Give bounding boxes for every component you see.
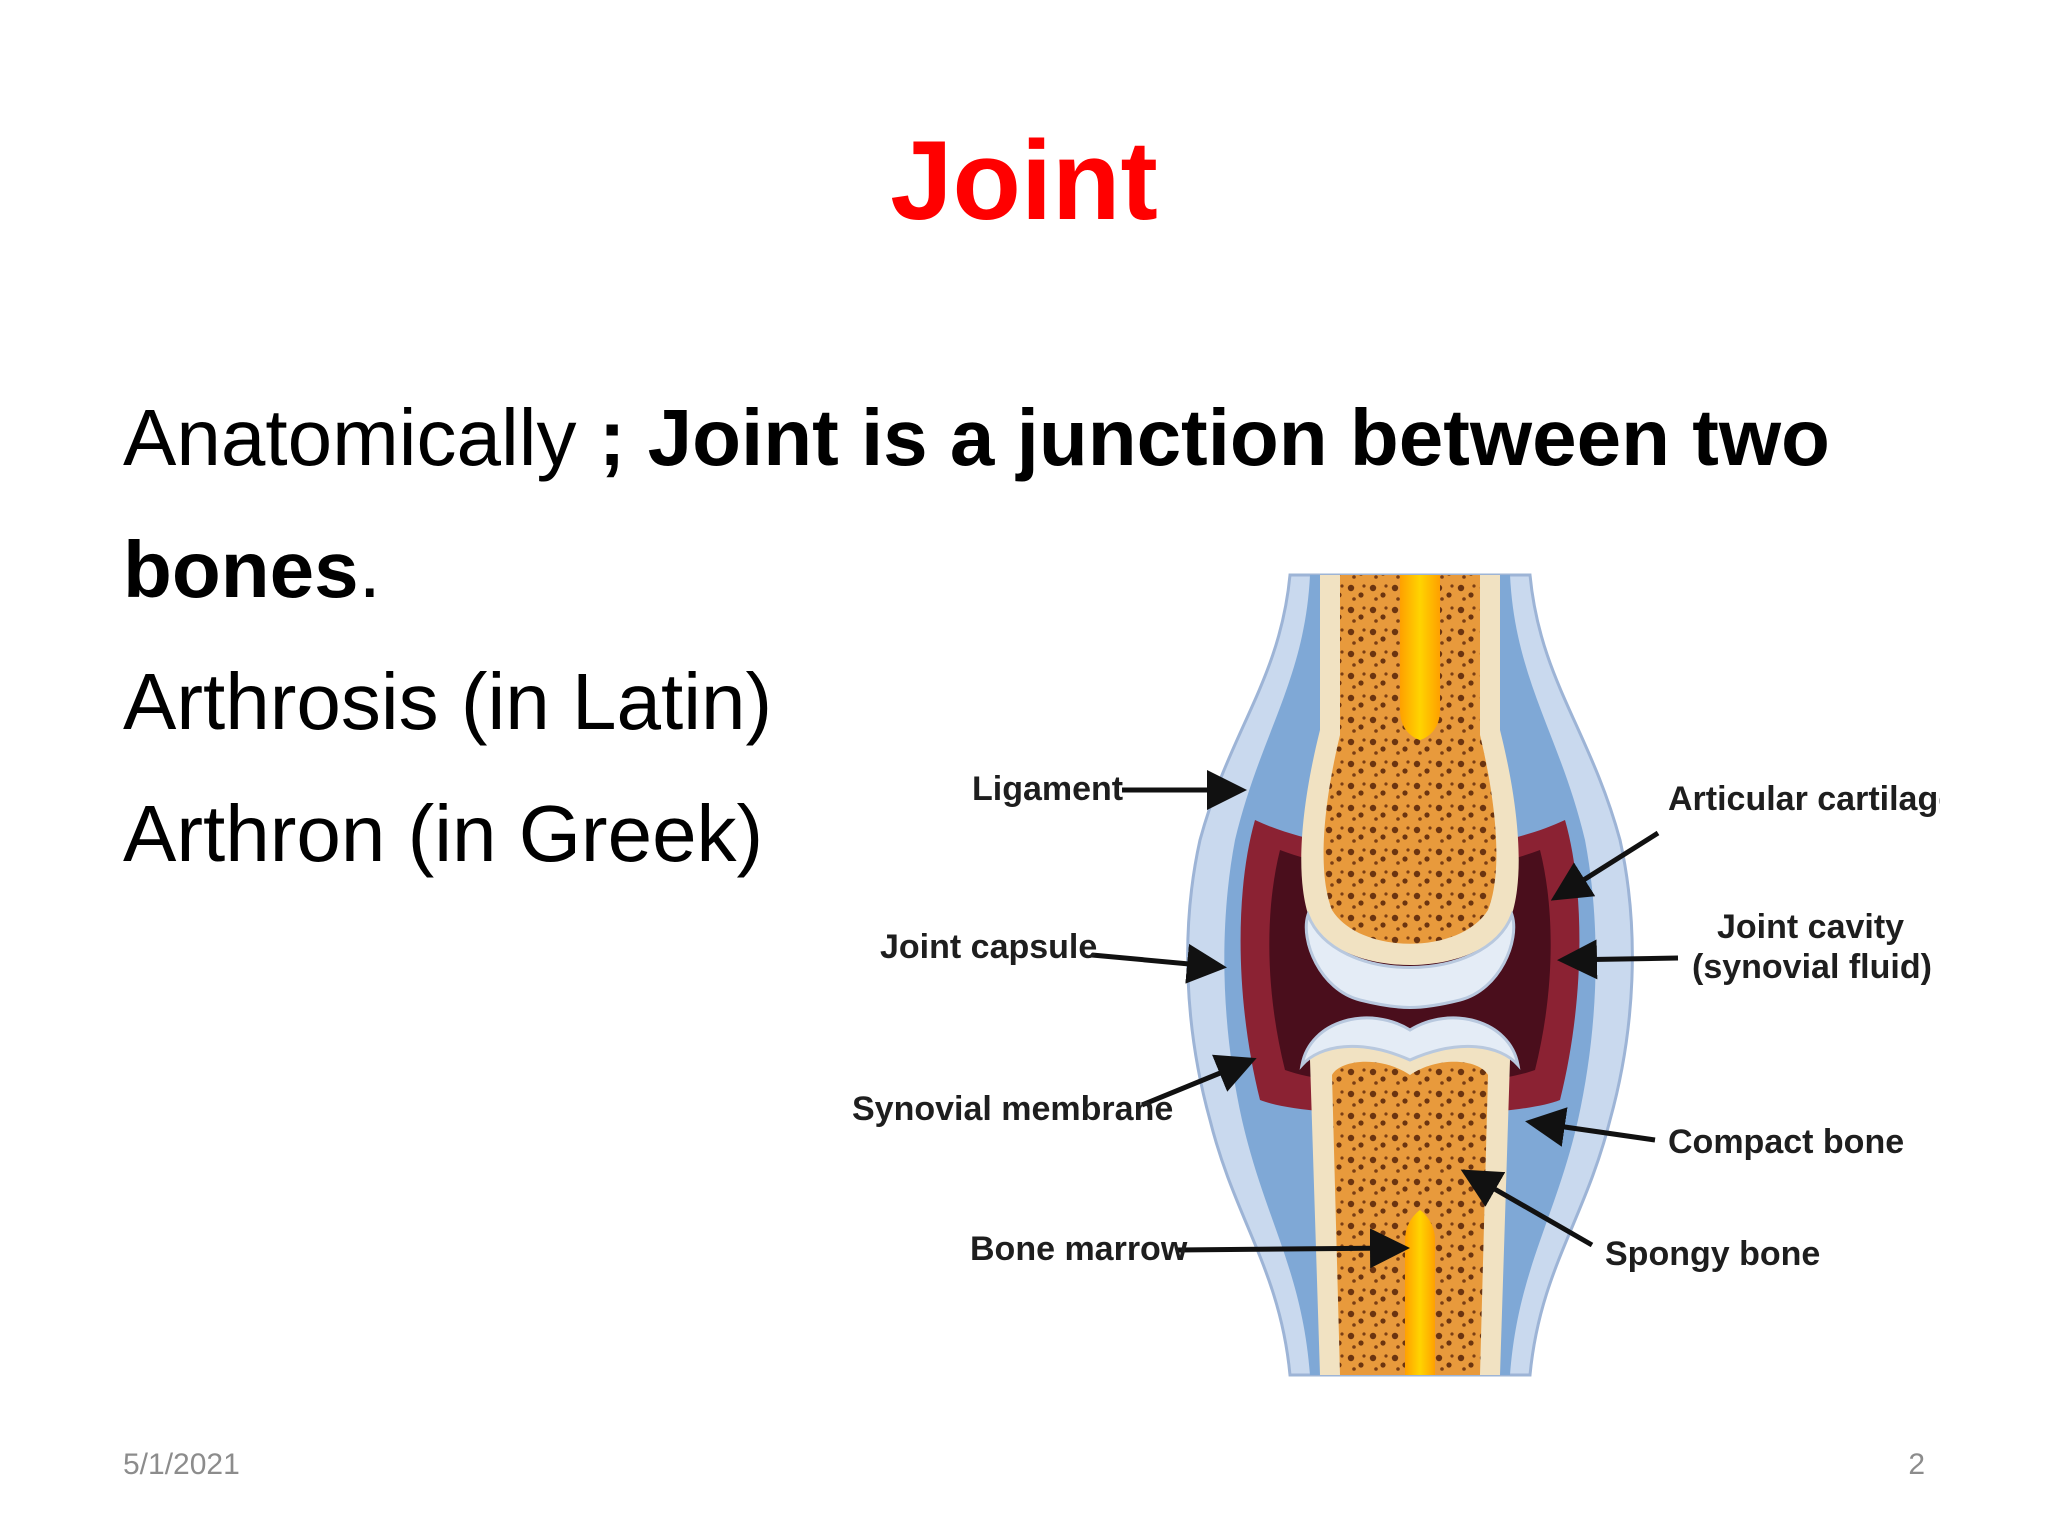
body-line-1: Anatomically ; Joint is a junction betwe… bbox=[123, 372, 1923, 504]
body-line-2-tail: . bbox=[358, 525, 381, 614]
upper-bone-marrow bbox=[1400, 575, 1440, 740]
arrow-compact-bone bbox=[1525, 1107, 1656, 1147]
arrow-joint-capsule bbox=[1091, 943, 1227, 984]
joint-diagram-svg: Ligament Joint capsule Synovial membrane… bbox=[852, 573, 1940, 1377]
label-ligament: Ligament bbox=[972, 770, 1123, 808]
arrow-joint-cavity bbox=[1557, 939, 1679, 980]
lower-bone-marrow bbox=[1405, 1210, 1435, 1375]
footer-page-number: 2 bbox=[1908, 1448, 1925, 1481]
label-joint-cavity-line2: (synovial fluid) bbox=[1692, 948, 1932, 986]
slide-body: Anatomically ; Joint is a junction betwe… bbox=[123, 372, 1923, 900]
arrow-synovial-membrane bbox=[1141, 1054, 1257, 1108]
lower-bone-spongy bbox=[1332, 1061, 1488, 1375]
footer-date: 5/1/2021 bbox=[123, 1448, 240, 1481]
label-synovial-membrane: Synovial membrane bbox=[852, 1090, 1173, 1128]
body-line-2-bold: bones bbox=[123, 525, 359, 614]
joint-diagram: Ligament Joint capsule Synovial membrane… bbox=[840, 560, 1940, 1390]
label-joint-capsule: Joint capsule bbox=[880, 928, 1097, 966]
arrow-spongy-bone bbox=[1460, 1169, 1594, 1248]
arrow-articular-cartilage bbox=[1550, 830, 1660, 901]
label-compact-bone: Compact bone bbox=[1668, 1123, 1904, 1161]
label-joint-cavity-line1: Joint cavity bbox=[1717, 908, 1904, 946]
label-bone-marrow: Bone marrow bbox=[970, 1230, 1188, 1268]
body-line-1-bold: ; Joint is a junction between two bbox=[598, 393, 1830, 482]
body-line-4: Arthron (in Greek) bbox=[123, 789, 764, 878]
body-line-2: bones. bbox=[123, 504, 1923, 636]
upper-articular-cartilage bbox=[1304, 910, 1516, 1009]
slide-title: Joint bbox=[890, 118, 1158, 243]
upper-bone-spongy bbox=[1323, 575, 1497, 944]
body-line-1-regular: Anatomically bbox=[123, 393, 599, 482]
arrow-bone-marrow bbox=[1175, 1228, 1410, 1269]
body-line-3: Arthrosis (in Latin) bbox=[123, 657, 773, 746]
label-articular-cartilage: Articular cartilage bbox=[1668, 780, 1940, 818]
lower-articular-cartilage bbox=[1299, 1016, 1521, 1070]
label-spongy-bone: Spongy bone bbox=[1605, 1235, 1820, 1273]
